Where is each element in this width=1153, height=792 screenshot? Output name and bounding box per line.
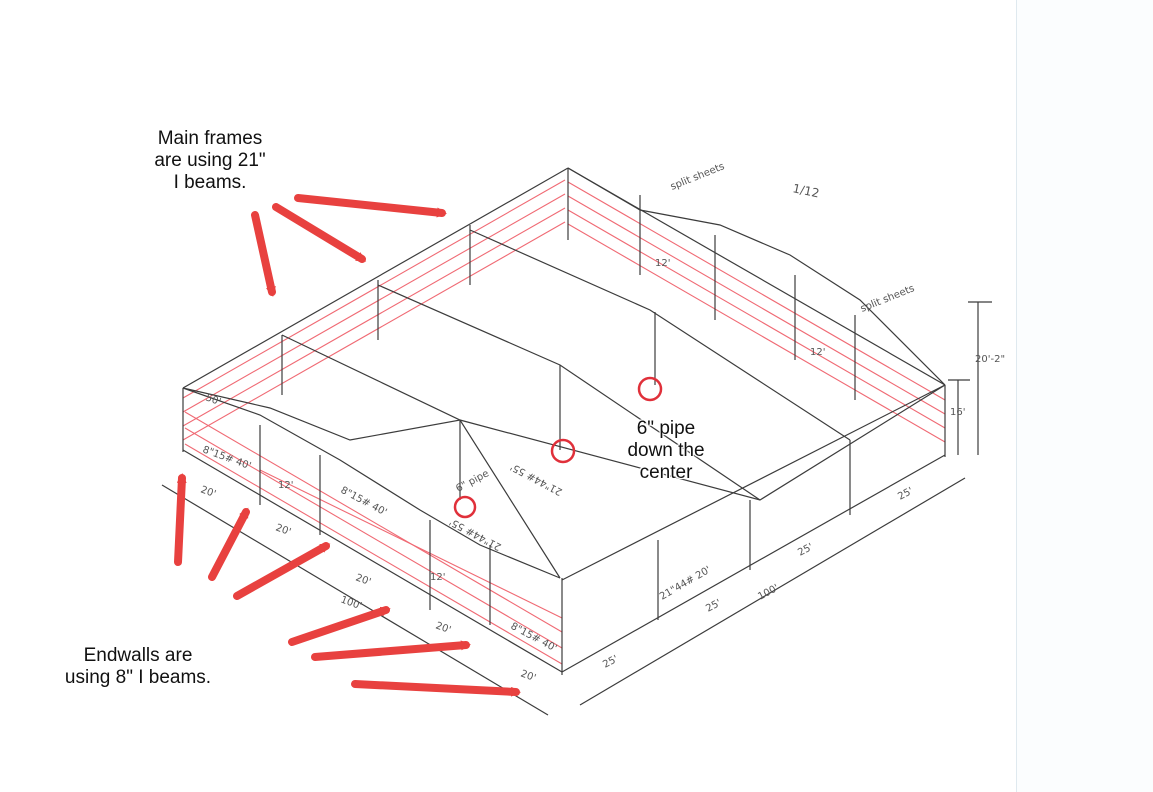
peak-height-label: 20'-2": [975, 354, 1005, 365]
arrow-endwall-6: [351, 680, 521, 697]
bay-label-25a: 25': [601, 654, 620, 671]
arrow-endwall-4: [288, 606, 391, 646]
bay-label-20c: 20': [354, 572, 372, 588]
bay-label-12b: 12': [430, 572, 445, 583]
pipe-line-1: 6" pipe: [636, 418, 696, 439]
arrow-main-frame-1: [294, 194, 447, 218]
pipe-callout: 6" pipe down the center: [618, 418, 714, 484]
bay-label-12a: 12': [278, 480, 293, 491]
pipe-marker-2: [550, 438, 576, 464]
eave-height-label: 16': [950, 407, 965, 418]
right-margin-panel: [1016, 0, 1153, 792]
corner-label: 50': [204, 392, 222, 408]
structure-lines: [161, 167, 992, 716]
main-frames-line-1: Main frames: [157, 128, 263, 149]
endwalls-callout: Endwalls are using 8" I beams.: [48, 645, 228, 689]
callout-arrows: [174, 194, 521, 697]
bay-label-20d: 20': [434, 620, 452, 636]
arrow-endwall-2: [208, 507, 250, 581]
girt-lines: [182, 179, 946, 665]
ridge-beam-label-1: 21"44# 55': [509, 461, 565, 498]
bay-label-12d: 12': [810, 347, 825, 358]
bay-label-20a: 20': [199, 484, 217, 500]
pipe-marker-3: [637, 376, 663, 402]
arrow-main-frame-2: [272, 203, 367, 263]
bay-label-12c: 12': [655, 258, 670, 269]
length-label-right: 100': [756, 583, 780, 603]
arrow-endwall-1: [174, 473, 187, 566]
bay-label-25c: 25': [796, 542, 815, 559]
pipe-marker-1: [453, 495, 477, 519]
pipe-line-2: down the: [627, 440, 705, 461]
length-label-left: 100': [339, 594, 363, 612]
endwalls-line-1: Endwalls are: [83, 645, 193, 666]
ridge-beam-label-2: 21"44# 55': [448, 516, 504, 553]
arrow-endwall-3: [233, 542, 331, 600]
bay-label-20e: 20': [519, 668, 537, 684]
bay-label-25d: 25': [896, 486, 915, 503]
arrow-endwall-5: [311, 640, 471, 661]
pipe-markers: [453, 376, 663, 519]
arrow-main-frame-3: [251, 211, 276, 297]
endwalls-line-2: using 8" I beams.: [64, 667, 212, 688]
pipe-line-3: center: [639, 462, 693, 483]
bay-label-25b: 25': [704, 598, 723, 615]
main-frames-line-3: I beams.: [173, 172, 247, 193]
frame-beam-label: 21"44# 20': [658, 565, 713, 603]
bay-label-20b: 20': [274, 522, 292, 538]
girt-label-2: 8"15# 40': [339, 485, 389, 519]
split-sheets-right-label: split sheets: [859, 283, 916, 315]
split-sheets-top-label: split sheets: [669, 161, 726, 193]
main-frames-callout: Main frames are using 21" I beams.: [140, 128, 280, 194]
sheet-label: 1/12: [791, 181, 820, 200]
main-frames-line-2: are using 21": [154, 150, 266, 171]
